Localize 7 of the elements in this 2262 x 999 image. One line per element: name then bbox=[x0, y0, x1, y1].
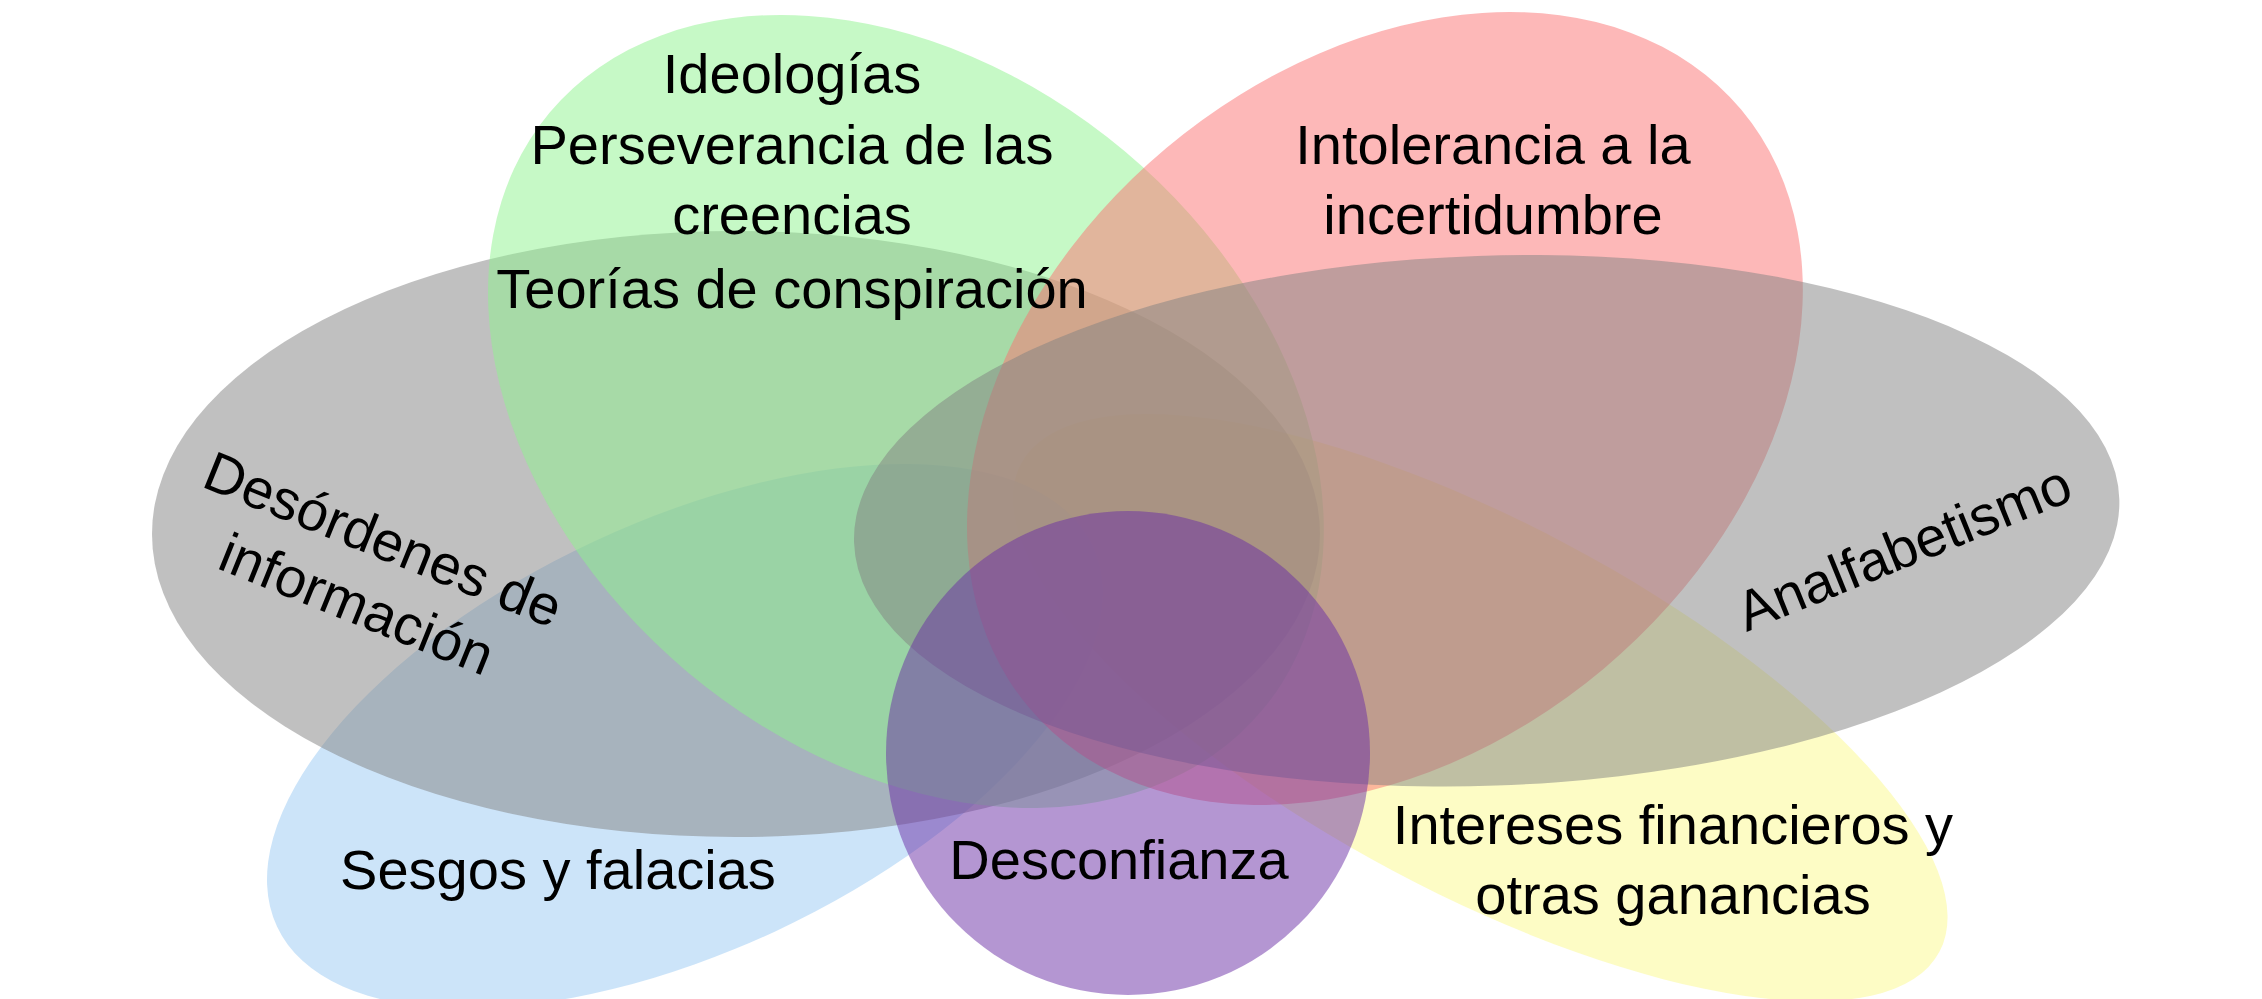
set-label: Ideologías bbox=[661, 41, 923, 107]
set-label: Perseverancia de las creencias bbox=[529, 112, 1055, 248]
set-label: Sesgos y falacias bbox=[339, 837, 777, 903]
set-label: Intolerancia a la incertidumbre bbox=[1294, 112, 1692, 248]
set-label: Desconfianza bbox=[948, 827, 1290, 893]
set-label: Teorías de conspiración bbox=[495, 256, 1089, 322]
set-label: Intereses financieros y otras ganancias bbox=[1391, 792, 1955, 928]
